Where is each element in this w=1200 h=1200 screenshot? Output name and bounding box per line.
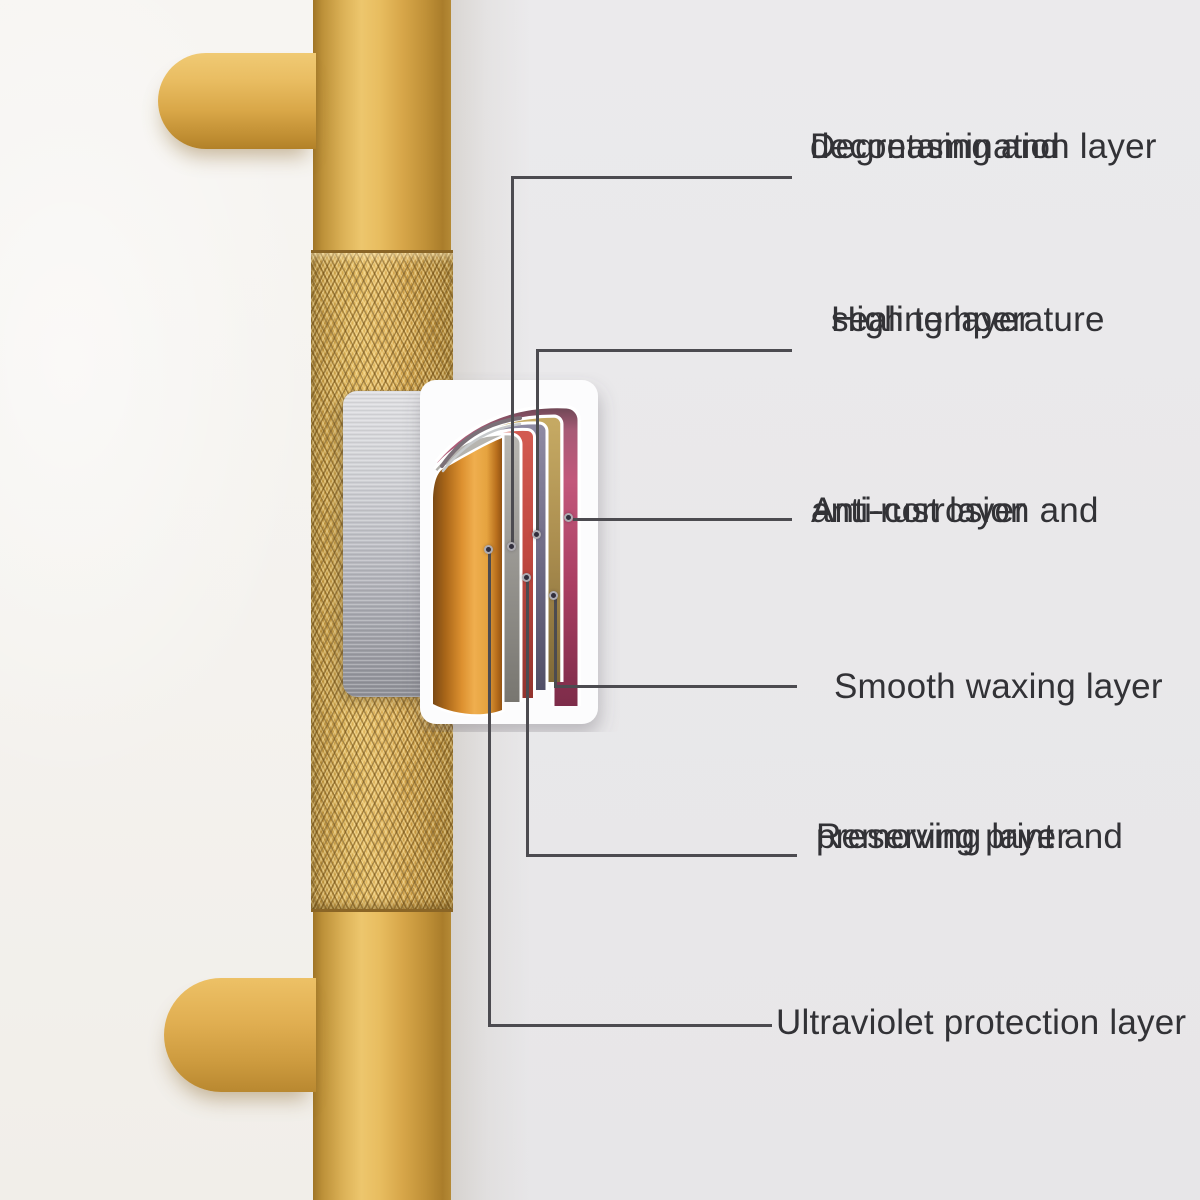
coating-layers-cutaway <box>420 380 598 724</box>
base-metal-panel <box>343 391 434 697</box>
label-line: decontamination layer <box>810 127 1157 166</box>
label-line: Degreasing and <box>810 127 1060 166</box>
marker-dot-high-temp <box>532 530 541 539</box>
marker-dot-removing-print <box>522 573 531 582</box>
leader-high-temp-horizontal <box>536 349 792 352</box>
mounting-post-bottom <box>164 978 316 1092</box>
marker-dot-smooth-waxing <box>549 591 558 600</box>
layer-uv-protection <box>430 434 505 717</box>
label-line: sealing layer <box>831 300 1031 339</box>
label-line: Ultraviolet protection layer <box>776 1003 1187 1042</box>
leader-smooth-waxing-vertical <box>554 597 557 688</box>
label-line: Anti-corrosion and <box>811 491 1099 530</box>
leader-degreasing-horizontal <box>511 176 792 179</box>
leader-degreasing-vertical <box>511 176 514 550</box>
label-line: preserving layer <box>816 817 1069 856</box>
leader-removing-print-vertical <box>526 579 529 857</box>
mounting-post-top <box>158 53 316 149</box>
leader-anti-corrosion-horizontal <box>573 518 792 521</box>
label-line: High temperature <box>831 300 1105 339</box>
marker-dot-uv-protection <box>484 545 493 554</box>
leader-smooth-waxing-horizontal <box>554 685 797 688</box>
leader-removing-print-horizontal <box>526 854 797 857</box>
label-line: anti-rust layer <box>811 491 1027 530</box>
leader-high-temp-vertical <box>536 349 539 538</box>
marker-dot-anti-corrosion <box>564 513 573 522</box>
leader-uv-vertical <box>488 551 491 1027</box>
marker-dot-degreasing <box>507 542 516 551</box>
leader-uv-horizontal <box>488 1024 772 1027</box>
label-line: Removing print and <box>816 817 1124 856</box>
label-line: Smooth waxing layer <box>834 667 1163 706</box>
